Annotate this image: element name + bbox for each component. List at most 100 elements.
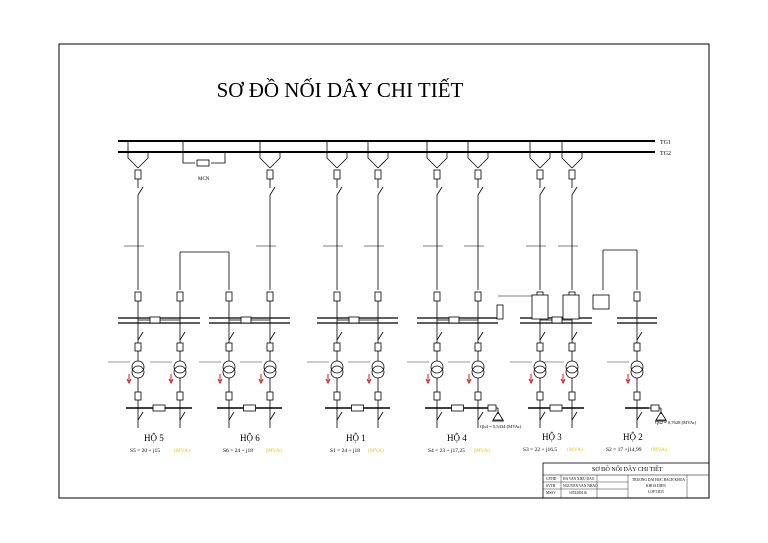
- breaker-symbol: [496, 304, 504, 320]
- lv-coupler-breaker: [152, 404, 166, 412]
- transformer-winding: [131, 360, 145, 374]
- title-block-school: LOP 53D3: [648, 490, 664, 494]
- tap-arrow-icon: [528, 374, 534, 385]
- transformer-winding: [173, 360, 187, 374]
- transformer-winding: [371, 360, 385, 374]
- bus-coupler: [182, 141, 226, 167]
- breaker-symbol: [333, 169, 341, 180]
- disconnector-symbol: [377, 186, 384, 196]
- breaker-symbol: [225, 291, 233, 302]
- title-block-school: TRUONG DAI HOC BACH KHOA: [632, 478, 685, 482]
- substation: [510, 291, 592, 428]
- disconnector-symbol: [539, 411, 546, 421]
- coupler-breaker: [348, 316, 360, 324]
- bay-link: [436, 152, 448, 169]
- tap-arrow-icon: [366, 374, 372, 385]
- feeder: [464, 141, 489, 290]
- breaker-symbol: [134, 391, 142, 401]
- disconnector-symbol: [228, 411, 235, 421]
- breaker-symbol: [176, 291, 184, 302]
- breaker-symbol: [333, 391, 341, 401]
- disconnector-symbol: [571, 411, 578, 421]
- household-unit: (MVA): [567, 446, 583, 453]
- feeders: [124, 141, 638, 290]
- disconnector-symbol: [336, 331, 343, 341]
- capacitor-breaker: [487, 404, 497, 412]
- breaker-symbol: [134, 342, 142, 352]
- title-block-value: HA VAN XIEU DAO: [563, 477, 595, 481]
- breaker-symbol: [176, 391, 184, 401]
- bay-link: [561, 141, 573, 169]
- household-load: S3 = 22 + j16.5: [523, 447, 557, 453]
- disconnector-symbol: [269, 331, 276, 341]
- breaker-symbol: [176, 342, 184, 352]
- breaker-symbol: [374, 169, 382, 180]
- household-name: HỘ 6: [240, 433, 260, 443]
- disconnector-symbol: [571, 186, 578, 196]
- title-block-role: MSSV: [546, 491, 556, 495]
- breaker-symbol: [225, 391, 233, 401]
- transformer-winding: [263, 360, 277, 374]
- disconnector-symbol: [436, 186, 443, 196]
- breaker-symbol: [474, 291, 482, 302]
- household-name: HỘ 5: [144, 433, 164, 443]
- household-load: S6 = 24 + j18: [223, 448, 253, 454]
- breaker-symbol: [633, 342, 641, 352]
- breaker-symbol: [374, 342, 382, 352]
- bay-box: [592, 294, 610, 310]
- bay-link: [426, 141, 438, 169]
- bay-link: [539, 152, 551, 169]
- transformer-winding: [430, 360, 444, 374]
- substation-ring: [496, 294, 610, 320]
- bay-link: [377, 152, 389, 169]
- bay-link: [367, 141, 379, 169]
- tap-arrow-icon: [425, 374, 431, 385]
- feeder: [423, 141, 448, 290]
- bus-coupler-label: MCN: [198, 177, 210, 182]
- disconnector-symbol: [137, 331, 144, 341]
- disconnector-symbol: [436, 331, 443, 341]
- breaker-symbol: [433, 342, 441, 352]
- household-name: HỘ 4: [447, 433, 467, 443]
- compensation-label: Qb4 = 5,5434 (MVAr): [480, 424, 522, 430]
- busbar-tg1-label: TG1: [660, 140, 671, 146]
- diagram-title: SƠ ĐỒ NỐI DÂY CHI TIẾT: [216, 78, 464, 102]
- disconnector-symbol: [539, 186, 546, 196]
- breaker-symbol: [474, 342, 482, 352]
- household-unit: (MVA): [474, 447, 490, 454]
- breaker-symbol: [536, 169, 544, 180]
- disconnector-symbol: [137, 411, 144, 421]
- bay-link: [326, 141, 338, 169]
- bay-link: [571, 152, 583, 169]
- household-captions: HỘ 5 S5 = 20 + j15 (MVA) HỘ 6 S6 = 24 + …: [130, 432, 667, 454]
- tap-arrow-icon: [560, 374, 566, 385]
- disconnector-symbol: [179, 331, 186, 341]
- disconnector-symbol: [377, 331, 384, 341]
- capacitor-bank-icon: [492, 411, 504, 421]
- bay-link: [127, 141, 139, 169]
- tap-arrow-icon: [126, 374, 132, 385]
- title-block-school: KHOA DIEN: [646, 484, 666, 488]
- household-unit: (MVA): [651, 446, 667, 453]
- disconnector-symbol: [636, 411, 643, 421]
- disconnector-symbol: [137, 186, 144, 196]
- breaker-symbol: [225, 342, 233, 352]
- tap-arrow-icon: [217, 374, 223, 385]
- bay-box: [531, 294, 549, 320]
- bay-link: [529, 141, 541, 169]
- breaker-symbol: [333, 342, 341, 352]
- breaker-symbol: [474, 391, 482, 401]
- transformer-winding: [222, 360, 236, 374]
- feeder: [256, 141, 281, 290]
- disconnector-symbol: [228, 331, 235, 341]
- breaker-symbol: [633, 291, 641, 302]
- breaker-symbol: [433, 291, 441, 302]
- capacitor-breaker: [650, 404, 660, 412]
- household-load: S4 = 23 + j17,25: [428, 448, 465, 454]
- breaker-symbol: [568, 342, 576, 352]
- breaker-symbol: [266, 342, 274, 352]
- feeder: [526, 141, 551, 290]
- disconnector-symbol: [336, 411, 343, 421]
- breaker-symbol: [433, 169, 441, 180]
